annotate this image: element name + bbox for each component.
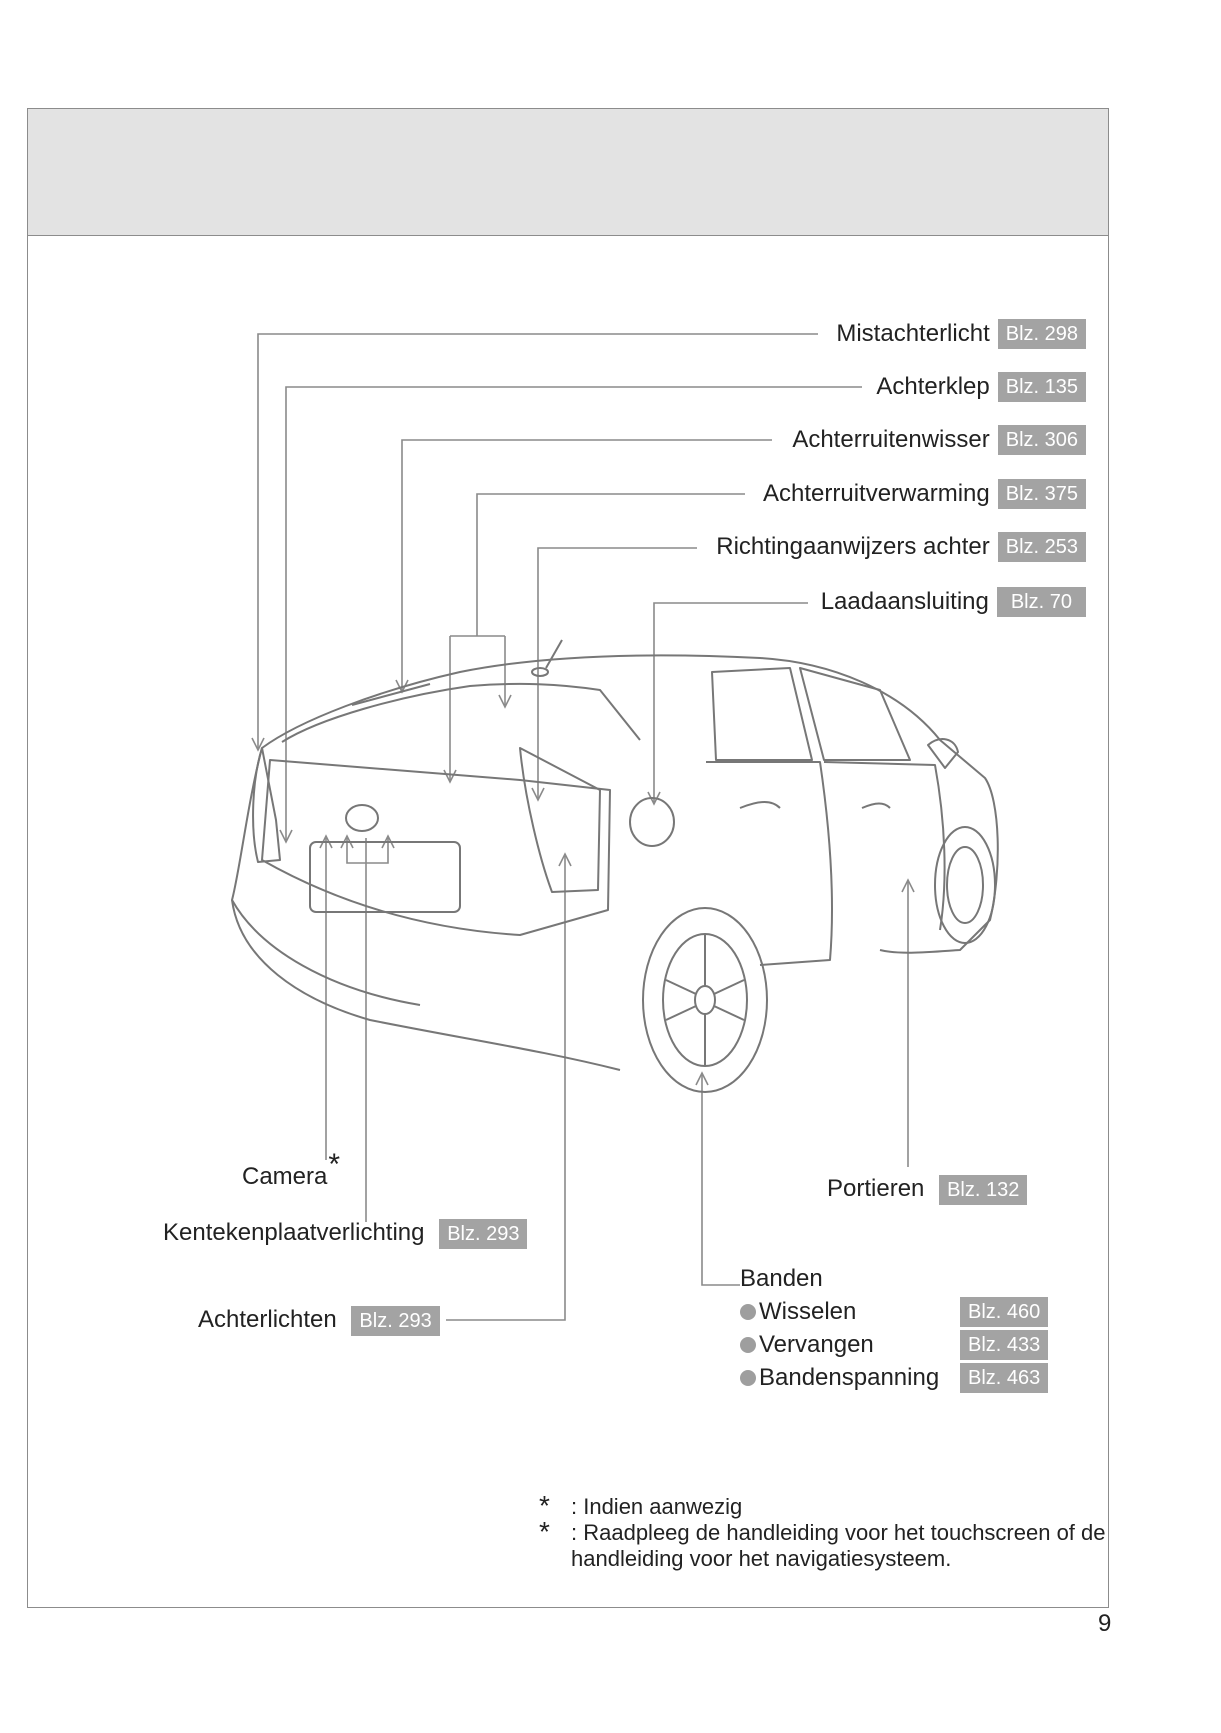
page-ref-badge[interactable]: Blz. 253 (997, 532, 1086, 562)
page-ref-badge[interactable]: Blz. 70 (996, 587, 1086, 617)
footnote-text: : Raadpleeg de handleiding voor het touc… (571, 1520, 1106, 1571)
footnote-mark: * (539, 1490, 550, 1521)
callout-label: Kentekenplaatverlichting (163, 1219, 425, 1246)
banden-item: Wisselen (740, 1297, 856, 1327)
banden-item-label: Vervangen (759, 1331, 874, 1358)
page-ref-badge[interactable]: Blz. 433 (960, 1330, 1049, 1360)
page-ref-badge[interactable]: Blz. 298 (997, 319, 1086, 349)
page-ref-badge[interactable]: Blz. 135 (997, 372, 1086, 402)
callout-label: Mistachterlicht (836, 320, 990, 347)
banden-title: Banden (740, 1265, 823, 1292)
callout-label: Achterruitenwisser (792, 426, 990, 453)
page-ref-badge[interactable]: Blz. 463 (960, 1363, 1049, 1393)
banden-item-label: Bandenspanning (759, 1364, 940, 1391)
footnote-mark: * (539, 1516, 550, 1547)
callout-achterruitenwisser: Achterruitenwisser Blz. 306 (792, 425, 1086, 455)
callout-achterruitverwarming: Achterruitverwarming Blz. 375 (763, 479, 1086, 509)
callout-kentekenplaatverlichting: Kentekenplaatverlichting Blz. 293 (163, 1218, 528, 1249)
banden-item: Bandenspanning (740, 1363, 939, 1393)
bullet-icon (740, 1370, 756, 1386)
bullet-icon (740, 1337, 756, 1353)
callout-label: Portieren (827, 1175, 925, 1202)
footnote: * : Raadpleeg de handleiding voor het to… (539, 1516, 1111, 1572)
banden-item: Vervangen (740, 1330, 874, 1360)
callout-portieren: Portieren Blz. 132 (827, 1174, 1028, 1205)
callout-mistachterlicht: Mistachterlicht Blz. 298 (836, 319, 1086, 349)
footnote-text: : Indien aanwezig (571, 1494, 743, 1519)
banden-item-label: Wisselen (759, 1298, 857, 1325)
footnote: * : Indien aanwezig (539, 1490, 1111, 1521)
page-number: 9 (1098, 1610, 1112, 1637)
page-ref-badge[interactable]: Blz. 132 (939, 1175, 1028, 1205)
footnotes: * : Indien aanwezig * : Raadpleeg de han… (539, 1490, 1111, 1572)
footnote-mark: * (328, 1148, 341, 1181)
callout-label: Laadaansluiting (820, 588, 989, 615)
arrow-heads (251, 679, 915, 1086)
page-ref-badge[interactable]: Blz. 375 (997, 479, 1086, 509)
callout-label: Achterlichten (198, 1306, 337, 1333)
callout-label: Achterruitverwarming (763, 480, 990, 507)
callout-richtingaanwijzers: Richtingaanwijzers achter Blz. 253 (716, 532, 1086, 562)
callout-laadaansluiting: Laadaansluiting Blz. 70 (821, 587, 1086, 617)
car-outline (231, 639, 999, 1093)
callout-achterklep: Achterklep Blz. 135 (876, 372, 1086, 402)
page-ref-badge[interactable]: Blz. 460 (960, 1297, 1049, 1327)
page-ref-badge[interactable]: Blz. 306 (997, 425, 1086, 455)
leader-lines (257, 333, 909, 1321)
callout-label: Achterklep (876, 373, 990, 400)
callout-label: Camera (242, 1163, 328, 1190)
callout-achterlichten: Achterlichten Blz. 293 (198, 1305, 440, 1336)
page-ref-badge[interactable]: Blz. 293 (351, 1306, 440, 1336)
callout-camera: Camera* (242, 1150, 340, 1192)
header-band (28, 109, 1108, 236)
page-frame (27, 108, 1109, 1608)
callout-label: Richtingaanwijzers achter (716, 533, 990, 560)
page-ref-badge[interactable]: Blz. 293 (439, 1219, 528, 1249)
bullet-icon (740, 1304, 756, 1320)
